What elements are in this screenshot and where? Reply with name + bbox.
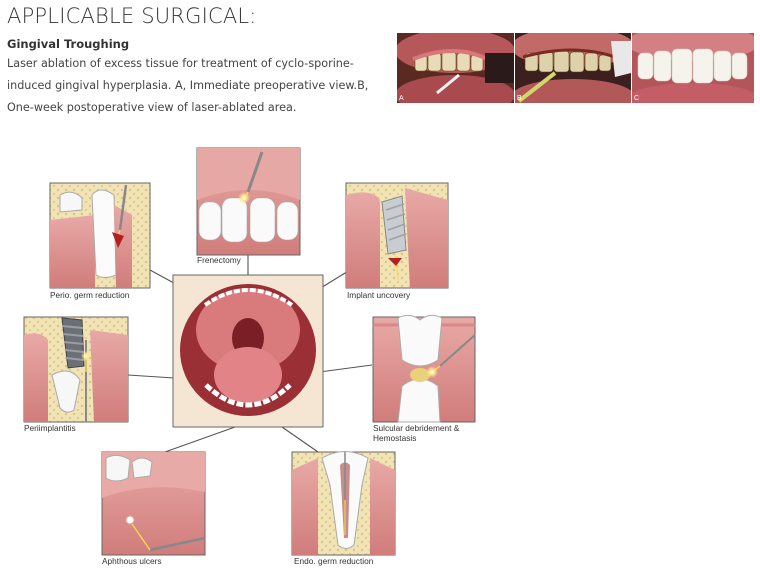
- panel-endo-illustration: [291, 451, 396, 556]
- label-frenectomy: Frenectomy: [197, 255, 241, 265]
- label-periimplantitis: Periimplantitis: [24, 423, 76, 433]
- clinical-photos: A B: [397, 33, 754, 103]
- photo-label-b: B: [517, 95, 522, 102]
- procedure-description: Laser ablation of excess tissue for trea…: [7, 57, 369, 114]
- procedure-name: Gingival Troughing: [7, 37, 130, 51]
- label-perio: Perio. germ reduction: [50, 290, 130, 300]
- photo-laser-treatment: B: [515, 33, 631, 103]
- page-title: APPLICABLE SURGICAL:: [7, 4, 257, 28]
- label-aphthous: Aphthous ulcers: [102, 556, 162, 566]
- implant-screw: [61, 317, 85, 369]
- photo-label-c: C: [634, 95, 640, 102]
- label-endo: Endo. germ reduction: [294, 556, 374, 566]
- panel-periimplantitis-illustration: [23, 316, 129, 423]
- laser-applications-diagram: Frenectomy Perio. germ reduction Implant…: [0, 140, 500, 577]
- panel-perio-illustration: [49, 182, 151, 289]
- panel-implant-illustration: [345, 182, 449, 289]
- label-implant: Implant uncovery: [347, 290, 411, 300]
- panel-aphthous-illustration: [101, 451, 206, 556]
- photo-preoperative: A: [397, 33, 514, 103]
- photo-postoperative: C: [632, 33, 754, 103]
- mouth-central-illustration: [172, 274, 324, 428]
- panel-sulcular-illustration: [372, 314, 476, 423]
- label-sulcular: Sulcular debridement & Hemostasis: [373, 423, 460, 443]
- photo-label-a: A: [399, 95, 404, 102]
- panel-frenectomy-illustration: [196, 147, 301, 256]
